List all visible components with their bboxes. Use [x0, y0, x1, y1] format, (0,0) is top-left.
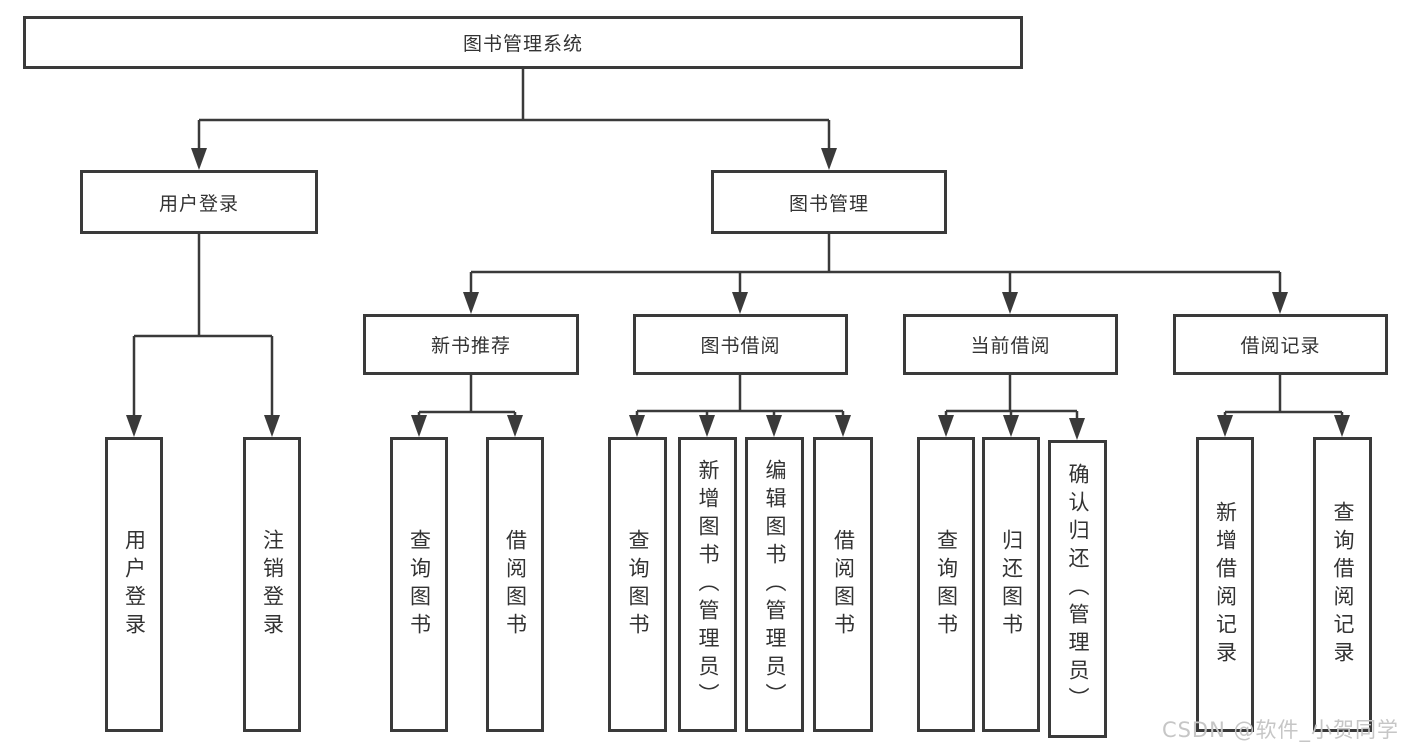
node-label: 图书管理系统	[462, 33, 583, 55]
leaf-return-books: 归还图书	[982, 437, 1040, 732]
leaf-label: 查询图书	[934, 528, 959, 641]
leaf-label: 查询图书	[626, 528, 650, 641]
leaf-label: 查询图书	[407, 528, 432, 641]
csdn-watermark: CSDN @软件_小贺同学	[1161, 718, 1399, 742]
node-borrowing-records: 借阅记录	[1173, 314, 1388, 375]
leaf-label: 归还图书	[999, 528, 1024, 641]
node-library-management-system: 图书管理系统	[23, 16, 1023, 69]
leaf-borrow-books-newbook: 借阅图书	[486, 437, 544, 732]
node-book-borrowing: 图书借阅	[633, 314, 848, 375]
node-label: 用户登录	[158, 192, 239, 215]
leaf-add-borrow-record: 新增借阅记录	[1196, 437, 1254, 732]
leaf-borrow-books: 借阅图书	[813, 437, 873, 732]
leaf-query-borrow-record: 查询借阅记录	[1313, 437, 1372, 732]
node-label: 借阅记录	[1240, 335, 1321, 357]
node-current-borrowing: 当前借阅	[903, 314, 1118, 375]
leaf-label: 确认归还（管理员）	[1066, 463, 1090, 715]
leaf-user-login: 用户登录	[105, 437, 163, 732]
node-new-book-recommendation: 新书推荐	[363, 314, 579, 375]
node-label: 图书管理	[788, 192, 869, 215]
leaf-label: 用户登录	[122, 528, 147, 641]
leaf-add-books-admin: 新增图书（管理员）	[678, 437, 737, 732]
leaf-edit-books-admin: 编辑图书（管理员）	[745, 437, 804, 732]
node-label: 图书借阅	[700, 335, 781, 357]
node-label: 当前借阅	[970, 335, 1051, 357]
leaf-query-books-current: 查询图书	[917, 437, 975, 732]
leaf-label: 注销登录	[260, 528, 285, 641]
node-label: 新书推荐	[430, 335, 511, 357]
leaf-logout: 注销登录	[243, 437, 301, 732]
leaf-label: 新增借阅记录	[1213, 500, 1238, 669]
leaf-query-books-borrow: 查询图书	[608, 437, 667, 732]
leaf-label: 借阅图书	[503, 528, 528, 641]
leaf-label: 查询借阅记录	[1331, 500, 1355, 669]
node-user-login: 用户登录	[80, 170, 318, 234]
leaf-label: 编辑图书（管理员）	[763, 458, 787, 711]
leaf-label: 借阅图书	[831, 528, 856, 641]
leaf-query-books-newbook: 查询图书	[390, 437, 448, 732]
leaf-confirm-return-admin: 确认归还（管理员）	[1048, 440, 1107, 738]
node-book-management: 图书管理	[711, 170, 947, 234]
leaf-label: 新增图书（管理员）	[696, 458, 720, 711]
